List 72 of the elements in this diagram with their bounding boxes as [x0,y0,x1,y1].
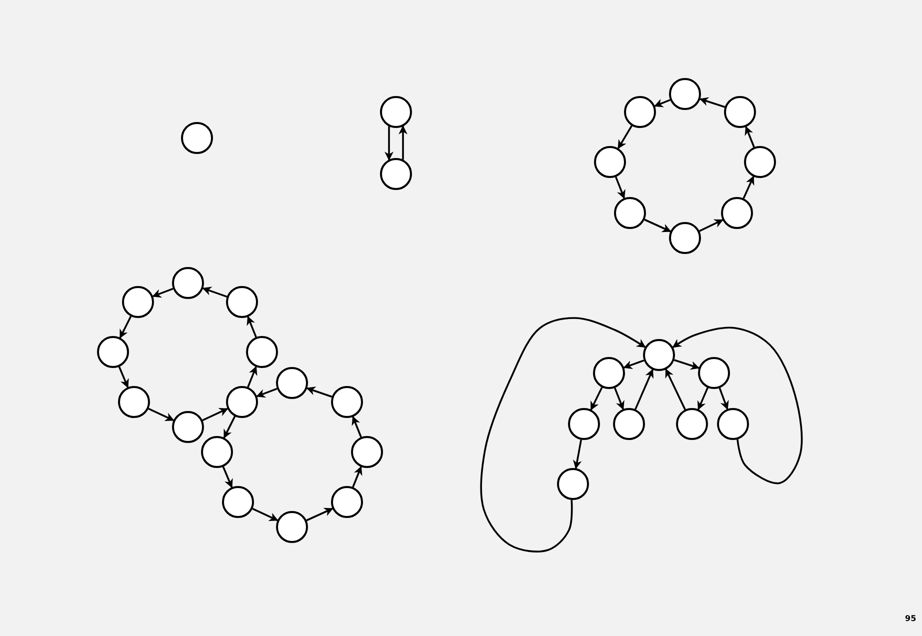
graph-node [676,408,708,440]
arrow [352,416,362,438]
graph-node [380,158,412,190]
arrow [352,466,362,488]
arrow [202,286,228,298]
graph-node [172,267,204,299]
arrow [665,368,686,410]
arrow [246,316,257,338]
graph-node [97,336,129,368]
graph-node [724,96,756,128]
arrow [572,440,582,470]
graph-node [276,511,308,543]
graph-node [721,197,753,229]
arrow [614,388,624,410]
graph-node [331,386,363,418]
arrow [634,368,654,410]
graph-node [380,96,412,128]
graph-node [624,96,656,128]
graph-node [181,122,213,154]
graph-node [643,339,675,371]
graph-node [669,222,701,254]
arrow [615,176,626,199]
arrow [152,288,174,298]
arrow [384,126,394,161]
arrow [252,508,278,522]
graph-node [613,408,645,440]
arrow [118,366,129,388]
graph-node [669,78,701,110]
arrow [256,388,278,398]
arrow [148,408,174,422]
arrow [623,360,644,370]
graph-node [226,386,258,418]
arrow [672,326,803,484]
arrow [480,317,646,552]
arrow [699,219,724,232]
arrow [306,386,332,398]
graph-node [172,411,204,443]
arrow [744,126,755,148]
arrow [202,408,228,422]
page-number: 95 [905,614,916,623]
graph-node [201,436,233,468]
graph-node [351,436,383,468]
graph-node [222,486,254,518]
arrow [644,218,672,232]
graph-node [614,197,646,229]
arrow [590,386,603,410]
graph-node [698,357,730,389]
graph-node [593,357,625,389]
graph-node [226,286,258,318]
arrow [742,176,754,199]
arrow [119,316,132,338]
graph-node [594,146,626,178]
graph-node [276,367,308,399]
graph-node [557,468,589,500]
arrow [306,508,334,522]
arrow [697,387,708,410]
graph-node [246,336,278,368]
arrow [718,388,729,410]
arrow [699,97,726,108]
arrow [223,416,236,438]
arrow [222,466,233,488]
arrow [247,366,258,388]
arrow [398,125,408,160]
graph-node [568,408,600,440]
arrow [654,98,670,108]
arrow [617,125,633,150]
graph-node [744,146,776,178]
graph-node [331,486,363,518]
arrow [674,359,700,370]
graph-node [118,386,150,418]
graph-node [717,408,749,440]
graph-node [122,286,154,318]
